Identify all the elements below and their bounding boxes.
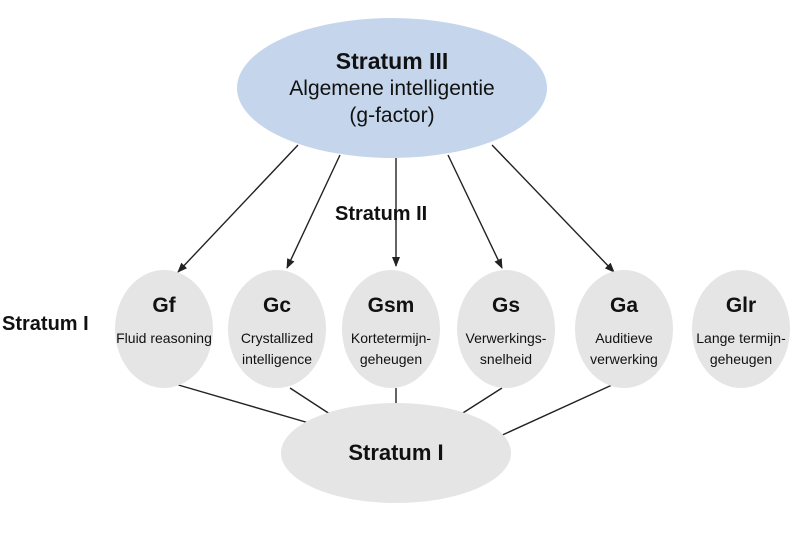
ability-code: Gc (262, 294, 291, 317)
ability-name: Kortetermijn-geheugen (350, 330, 432, 367)
arrow-to-gs (447, 154, 503, 269)
ability-node-gc: Gc Crystallized intelligence (228, 270, 326, 388)
ability-name: Lange termijn-geheugen (696, 330, 786, 367)
ability-name: Fluid reasoning (116, 330, 212, 346)
stratum-i-node: Stratum I (281, 403, 511, 503)
ability-code: Gf (152, 294, 176, 317)
line-ga-to-stratum-i (497, 384, 613, 438)
ability-name: Auditieve verwerking (590, 330, 658, 367)
stratum-i-side-label: Stratum I (2, 313, 89, 335)
ability-name: Verwerkings-snelheid (465, 330, 547, 367)
ability-node-gsm: Gsm Kortetermijn-geheugen (342, 270, 440, 388)
arrow-to-gc (286, 154, 341, 269)
ability-code: Glr (725, 294, 757, 317)
g-factor-label: (g-factor) (349, 104, 435, 127)
ability-node-gf: Gf Fluid reasoning (115, 270, 213, 388)
ability-node-ga: Ga Auditieve verwerking (575, 270, 673, 388)
ability-node-glr: Glr Lange termijn-geheugen (692, 270, 790, 388)
ability-code: Gs (491, 294, 520, 317)
stratum-i-title: Stratum I (348, 440, 444, 465)
ability-node-gs: Gs Verwerkings-snelheid (457, 270, 555, 388)
arrow-to-ga (491, 144, 615, 273)
ability-name: Crystallized intelligence (240, 330, 314, 367)
ability-code: Ga (609, 294, 638, 317)
stratum-iii-title: Stratum III (335, 48, 449, 74)
ability-code: Gsm (367, 294, 415, 317)
general-intelligence-label: Algemene intelligentie (289, 77, 495, 100)
stratum-ii-label: Stratum II (335, 203, 428, 225)
stratum-iii-node: Stratum III Algemene intelligentie (g-fa… (237, 18, 547, 158)
arrow-to-gf (177, 144, 299, 273)
